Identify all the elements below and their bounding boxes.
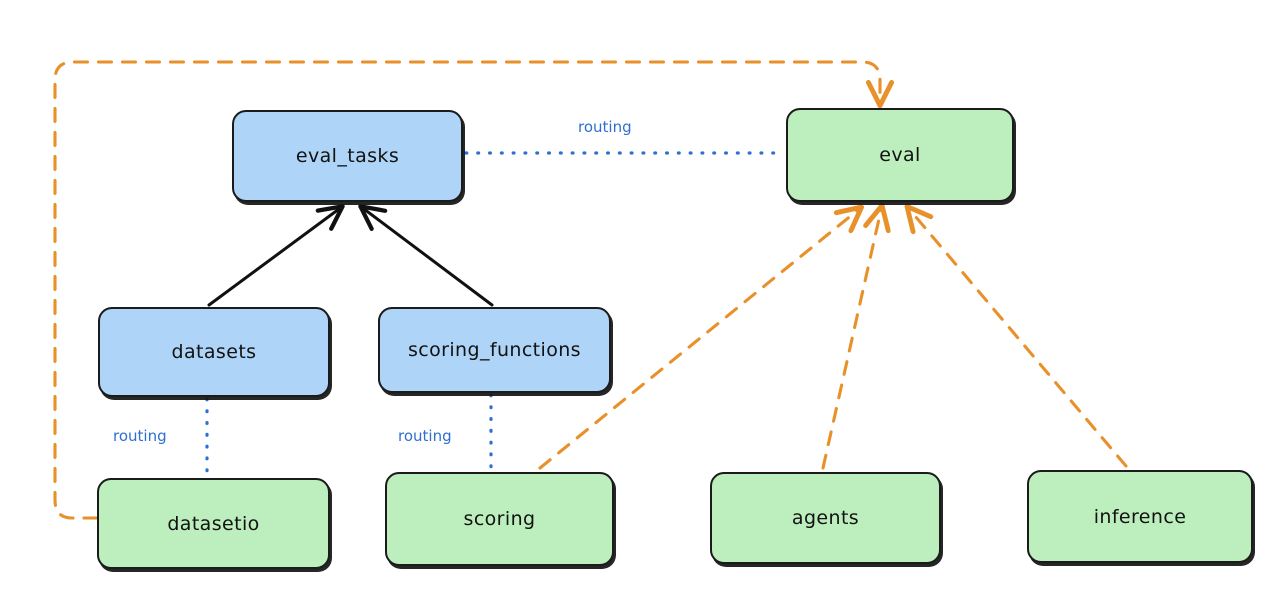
node-datasetio[interactable]: datasetio bbox=[97, 478, 330, 569]
node-label-eval: eval bbox=[879, 144, 921, 166]
node-scoring-functions[interactable]: scoring_functions bbox=[378, 307, 611, 393]
edge-scoring_functions-to-eval_tasks bbox=[358, 204, 494, 307]
edge-agents-to-eval bbox=[821, 210, 881, 470]
edge-datasets-to-eval_tasks bbox=[207, 204, 345, 307]
node-label-scoring-functions: scoring_functions bbox=[408, 339, 581, 361]
node-scoring[interactable]: scoring bbox=[385, 472, 614, 566]
edge-inference-to-eval bbox=[910, 210, 1128, 468]
node-label-eval-tasks: eval_tasks bbox=[295, 145, 400, 167]
node-label-scoring: scoring bbox=[463, 508, 536, 530]
node-eval-tasks[interactable]: eval_tasks bbox=[232, 110, 463, 202]
node-eval[interactable]: eval bbox=[786, 108, 1014, 202]
node-label-inference: inference bbox=[1093, 505, 1187, 528]
edge-label-routing-scoring-functions-scoring: routing bbox=[398, 427, 452, 445]
node-agents[interactable]: agents bbox=[710, 472, 941, 564]
node-label-datasetio: datasetio bbox=[167, 512, 260, 535]
edge-label-routing-eval-tasks-eval: routing bbox=[578, 118, 632, 136]
edge-datasetio-to-eval bbox=[53, 60, 880, 520]
node-datasets[interactable]: datasets bbox=[98, 307, 330, 397]
edge-scoring-to-eval bbox=[538, 210, 858, 470]
node-inference[interactable]: inference bbox=[1027, 470, 1253, 563]
node-label-datasets: datasets bbox=[171, 341, 257, 363]
edge-label-routing-datasets-datasetio: routing bbox=[113, 427, 167, 445]
node-label-agents: agents bbox=[791, 507, 860, 529]
